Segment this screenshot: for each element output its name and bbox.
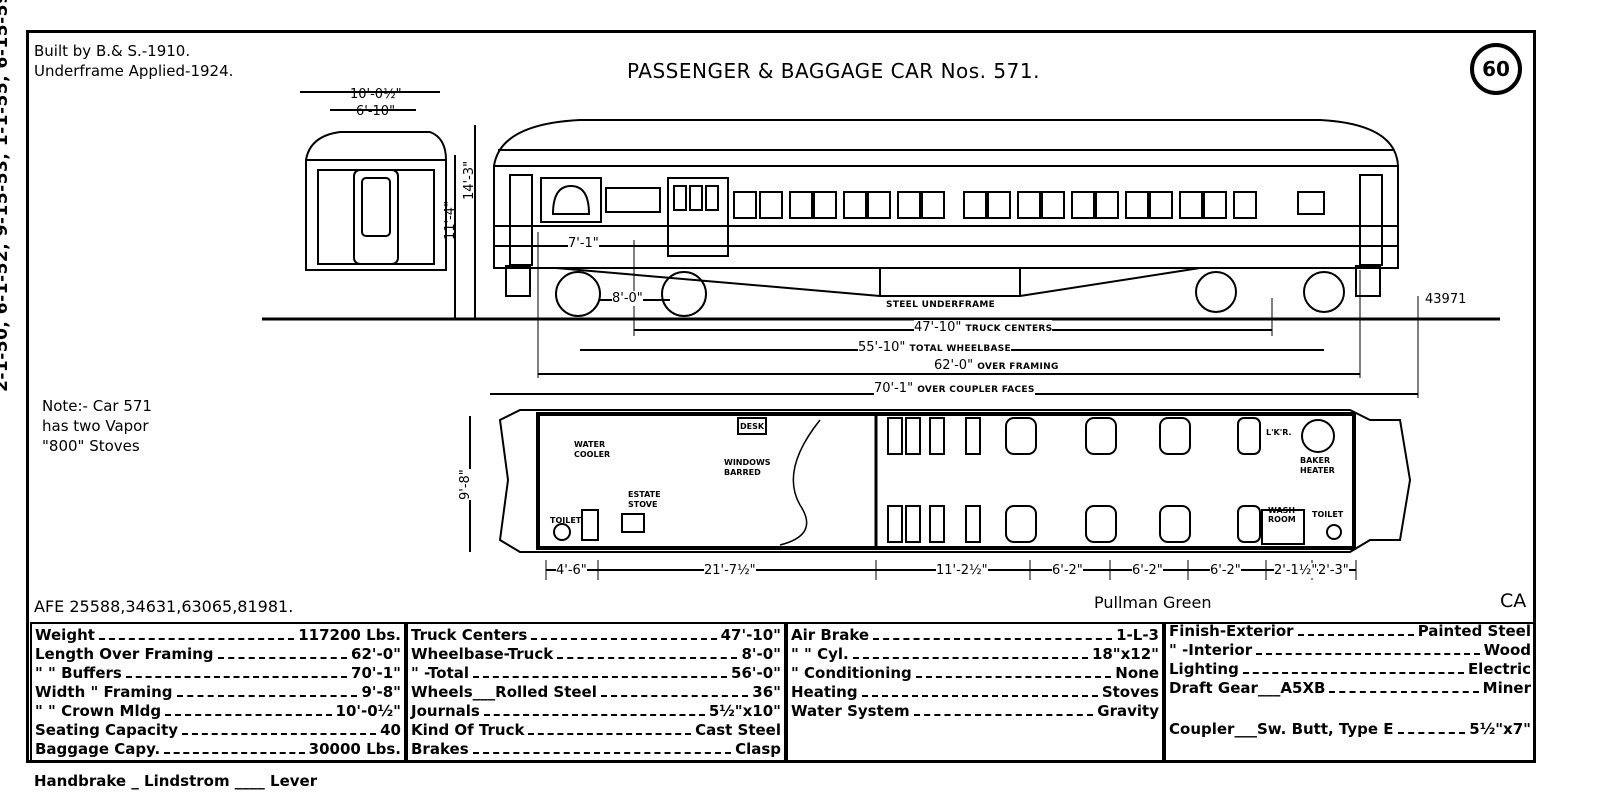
- steel-underframe-label: STEEL UNDERFRAME: [886, 300, 996, 310]
- built-by-text: Built by B.& S.-1910.: [34, 42, 191, 60]
- spec-row-baggage: Baggage Capy.30000 Lbs.: [35, 740, 401, 758]
- dim-door-offset: 7'-1": [568, 236, 599, 251]
- dim-truck-centers: 47'-10" TRUCK CENTERS: [914, 320, 1053, 335]
- stove-note: Note:- Car 571 has two Vapor "800" Stove…: [42, 396, 152, 456]
- spec-box-finish: [1164, 622, 1536, 763]
- spec-box-dimensions: [30, 622, 406, 763]
- plan-dim: 6'-2": [1132, 563, 1163, 578]
- drawing-number: 43971: [1425, 292, 1467, 307]
- wheel: [555, 271, 601, 317]
- wheel: [1303, 271, 1345, 313]
- plan-dim: 11'-2½": [936, 563, 988, 578]
- ca-code: CA: [1500, 590, 1527, 612]
- floor-plan-outline: [498, 409, 1412, 553]
- wheel: [661, 271, 707, 317]
- dim-plan-width: 9'-8": [458, 469, 473, 500]
- baggage-door: [667, 177, 729, 257]
- plan-dim: 6'-2": [1210, 563, 1241, 578]
- car-body: [493, 165, 1399, 269]
- passenger-windows: [733, 191, 1325, 219]
- plan-dim: 21'-7½": [704, 563, 756, 578]
- steel-underframe: [555, 267, 1201, 297]
- plate-number: 60: [1470, 43, 1522, 95]
- plan-dim: 4'-6": [556, 563, 587, 578]
- end-view-body: [305, 159, 447, 271]
- toilet-left-label: TOILET: [550, 516, 582, 525]
- plan-dim: 6'-2": [1052, 563, 1083, 578]
- page-title: PASSENGER & BAGGAGE CAR Nos. 571.: [627, 59, 1040, 83]
- note-line: has two Vapor: [42, 417, 149, 435]
- wheel: [1195, 271, 1237, 313]
- end-view-door: [353, 169, 399, 265]
- spec-box-brakes: [786, 622, 1164, 763]
- dim-height-b: 14'-3": [462, 160, 477, 200]
- note-line: Note:- Car 571: [42, 397, 152, 415]
- note-line: "800" Stoves: [42, 437, 140, 455]
- dim-end-width-inner: 6'-10": [356, 104, 396, 119]
- spec-box-trucks: [406, 622, 786, 763]
- dim-total-wheelbase: 55'-10" TOTAL WHEELBASE: [858, 340, 1011, 355]
- afe-numbers: AFE 25588,34631,63065,81981.: [34, 597, 294, 616]
- dim-height-a: 11'-4": [443, 200, 458, 240]
- dim-over-framing: 62'-0" OVER FRAMING: [934, 358, 1059, 373]
- spec-row-air-brake-cyl: " " Cyl.18"x12": [791, 645, 1159, 663]
- toilet-right-label: TOILET: [1312, 510, 1344, 519]
- seats: [887, 417, 1261, 543]
- locker-label: L'K'R.: [1266, 428, 1292, 437]
- car-roof: [493, 119, 1399, 167]
- paint-color: Pullman Green: [1094, 593, 1212, 612]
- dim-truck-wheelbase: 8'-0": [612, 291, 643, 306]
- dim-over-couplers: 70'-1" OVER COUPLER FACES: [874, 381, 1035, 396]
- dim-end-width-outer: 10'-0½": [350, 87, 402, 102]
- handbrake-text: Handbrake _ Lindstrom ____ Lever: [34, 772, 318, 790]
- underframe-text: Underframe Applied-1924.: [34, 62, 234, 80]
- plan-dim: 2'-1½": [1274, 563, 1318, 578]
- end-view-roof: [305, 131, 447, 161]
- plan-dim: 2'-3": [1318, 563, 1349, 578]
- desk-label: DESK: [740, 422, 765, 431]
